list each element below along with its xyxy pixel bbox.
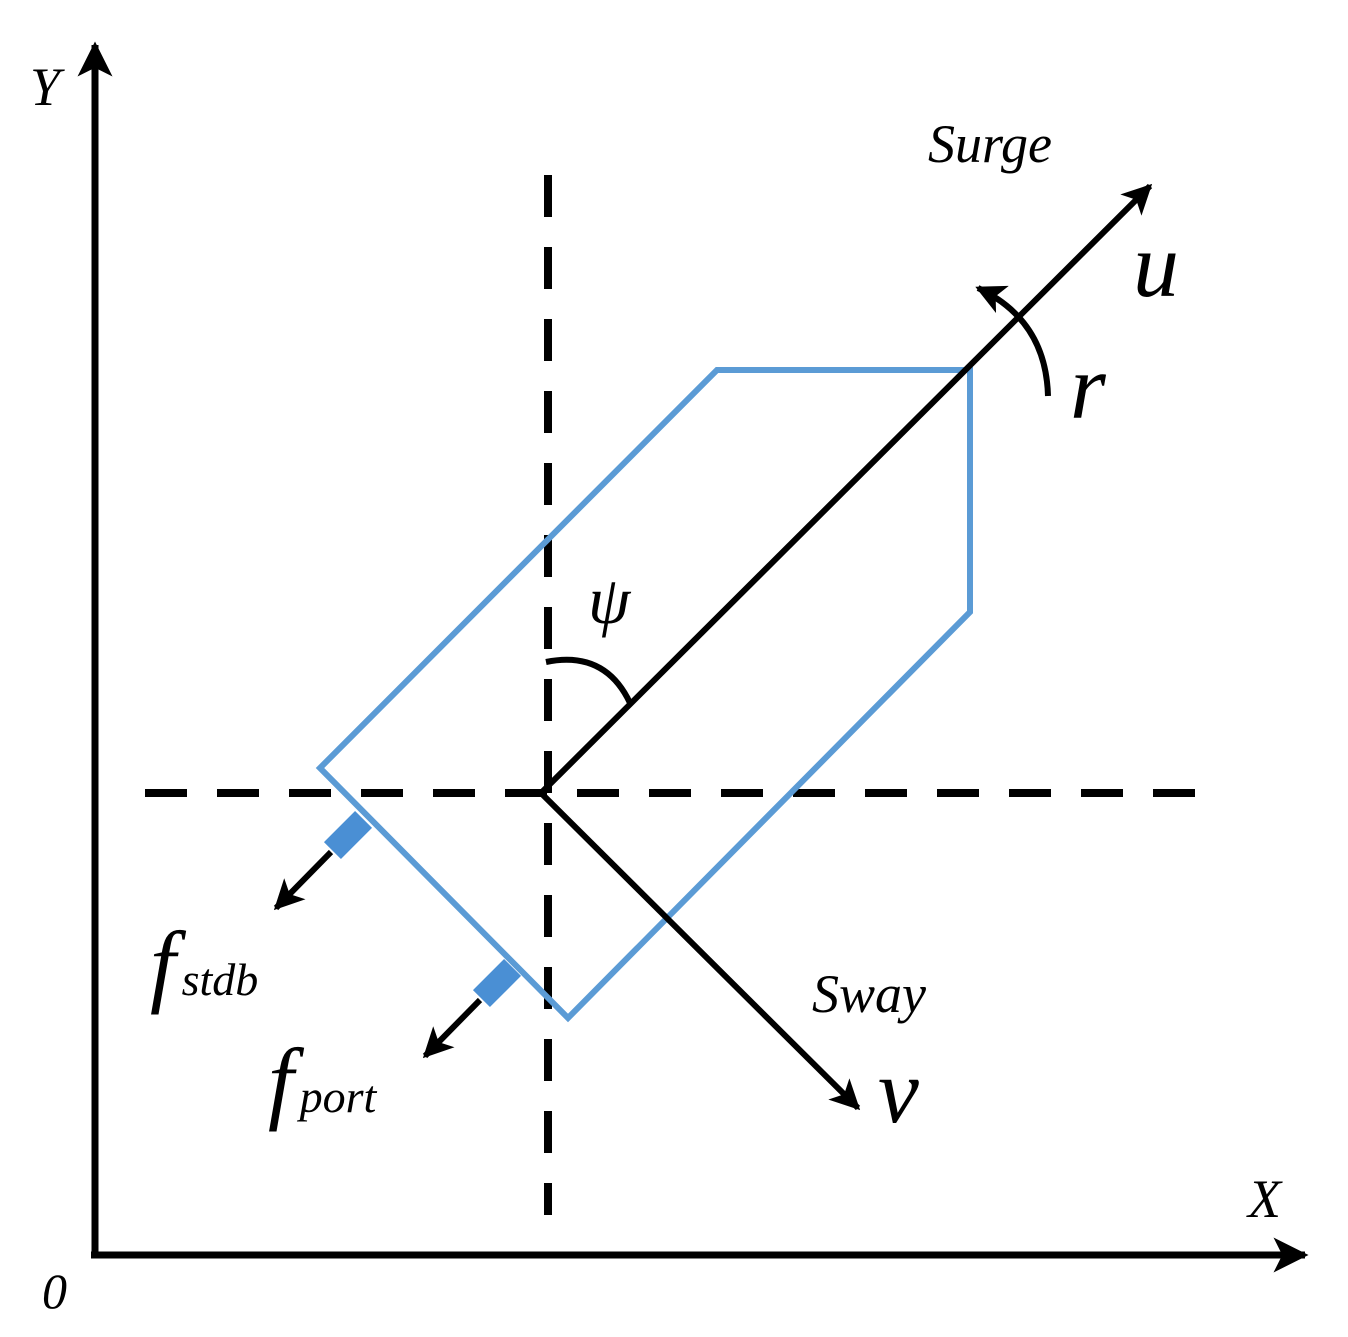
heading-angle-arc <box>545 656 633 705</box>
r-label: r <box>1070 336 1107 438</box>
f-port-arrow <box>422 997 483 1059</box>
f-stdb-arrow <box>273 849 334 911</box>
psi-label: ψ <box>588 562 632 638</box>
y-axis-label: Y <box>30 57 65 117</box>
surge-u-arrow <box>538 183 1153 796</box>
x-axis-label: X <box>1246 1169 1283 1229</box>
yaw-rate-r-arc <box>975 285 1051 397</box>
origin-label: 0 <box>42 1263 67 1319</box>
starboard-thruster <box>323 810 373 860</box>
vessel-hull <box>315 367 973 1023</box>
surge-label: Surge <box>928 114 1052 174</box>
sway-label: Sway <box>812 964 926 1024</box>
v-label: v <box>878 1040 919 1142</box>
u-label: u <box>1133 214 1179 316</box>
port-thruster <box>472 958 522 1008</box>
sway-v-arrow <box>538 790 861 1111</box>
